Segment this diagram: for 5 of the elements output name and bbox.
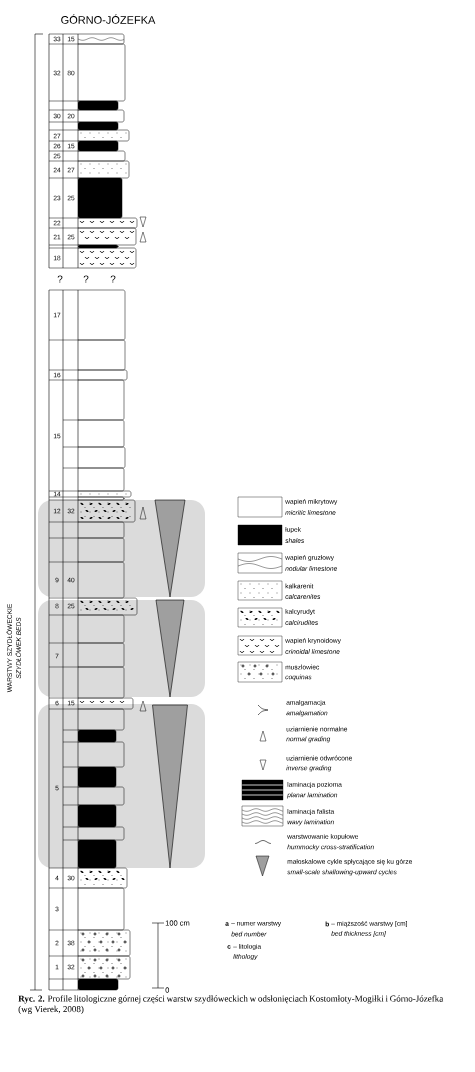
question-mark: ? <box>83 275 89 283</box>
question-mark: ? <box>110 275 116 283</box>
question-mark: ? <box>57 275 63 283</box>
title: GÓRNO-JÓZEFKA <box>61 14 156 24</box>
caption: Ryc. 2. Profile litologiczne górnej części warstw szydłóweckich w odsłonięciach Kostomłoty-Mogiłki i Górno-Józefka (wg Vierek, 2008) <box>18 995 444 1014</box>
